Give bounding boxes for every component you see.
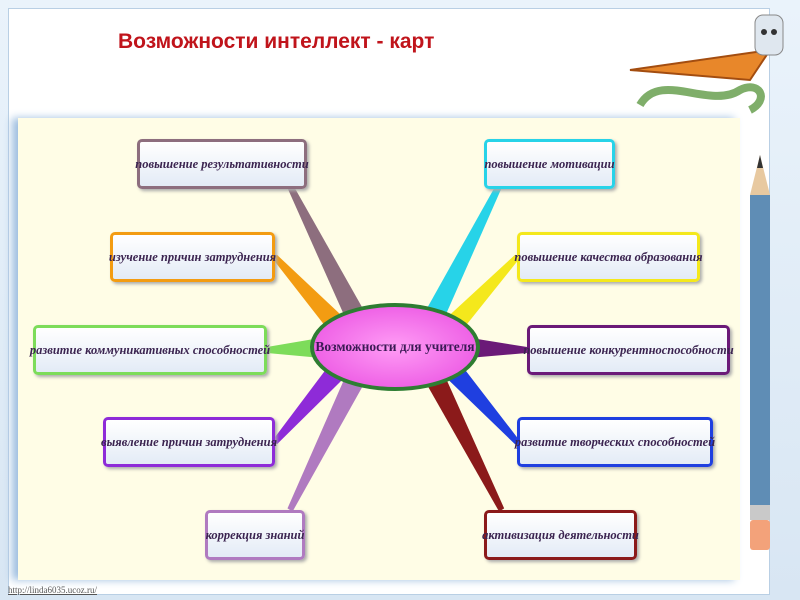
right-connector-5 bbox=[427, 374, 505, 512]
central-node: Возможности для учителя bbox=[310, 303, 480, 391]
left-node-2: изучение причин затруднения bbox=[109, 232, 276, 282]
left-connector-1 bbox=[285, 181, 363, 319]
left-node-4: выявление причин затруднения bbox=[101, 417, 277, 467]
left-connector-5 bbox=[287, 375, 363, 512]
right-connector-2 bbox=[449, 254, 519, 332]
pencil-icon bbox=[750, 155, 770, 550]
right-connector-1 bbox=[427, 181, 504, 319]
source-link[interactable]: http://linda6035.ucoz.ru/ bbox=[8, 585, 97, 595]
right-node-4: развитие творческих способностей bbox=[515, 417, 715, 467]
left-node-3: развитие коммуникативных способностей bbox=[30, 325, 270, 375]
right-node-1: повышение мотивации bbox=[484, 139, 615, 189]
right-connector-4 bbox=[448, 363, 519, 445]
left-node-5: коррекция знаний bbox=[205, 510, 305, 560]
left-connector-4 bbox=[273, 363, 343, 445]
right-node-5: активизация деятельности bbox=[482, 510, 639, 560]
ruler-triangle-icon bbox=[629, 14, 784, 114]
left-connector-2 bbox=[273, 254, 341, 331]
right-node-2: повышение качества образования bbox=[514, 232, 703, 282]
right-connector-3 bbox=[469, 337, 528, 358]
left-connector-3 bbox=[266, 337, 321, 358]
slide-title: Возможности интеллект - карт bbox=[118, 30, 435, 53]
left-node-1: повышение результативности bbox=[135, 139, 309, 189]
right-node-3: повышение конкурентноспособности bbox=[523, 325, 734, 375]
